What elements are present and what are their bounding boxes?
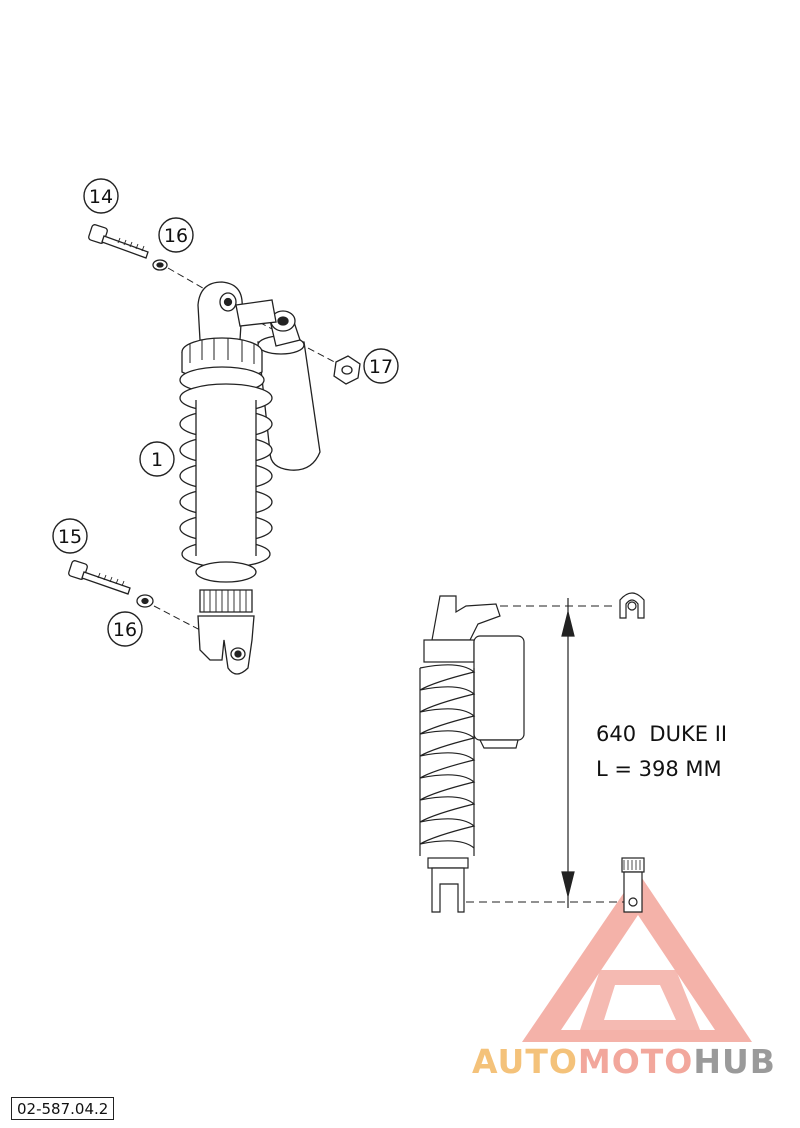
bolt-part-15 [68,560,131,595]
callout-number-15: 15 [58,526,82,548]
side-coil-spring [419,664,476,856]
top-mount-eye [197,281,277,341]
watermark-part-moto: MOTO [577,1042,694,1081]
coil-spring [179,383,273,568]
callout-number-17: 17 [369,356,393,378]
document-number-label: 02-587.04.2 [11,1097,115,1120]
callout-circle-16-top [158,217,194,253]
watermark-part-hub: HUB [693,1042,776,1081]
callout-number-14: 14 [89,186,113,208]
callout-number-1: 1 [151,449,163,471]
callout-circle-14 [83,178,119,214]
spec-length-text: L = 398 MM [596,757,722,781]
dimension-arrow-down [561,871,575,897]
callout-number-16-bottom: 16 [113,619,137,641]
bottom-clevis-symbol [621,857,645,913]
nut-part-17 [333,355,361,385]
top-eye-symbol [619,592,645,619]
watermark-part-auto: AUTO [472,1042,578,1081]
reservoir-canister [257,310,321,471]
lower-clevis [195,561,257,675]
shock-dimension-view [419,592,645,913]
bolt-part-14 [88,224,149,259]
watermark-logo [522,872,752,1042]
shock-absorber-exploded [68,224,361,675]
callout-circle-17 [363,348,399,384]
callout-circle-1 [139,441,175,477]
callout-number-16-top: 16 [164,225,188,247]
callout-circle-15 [52,518,88,554]
spec-model-text: 640 DUKE II [596,722,727,746]
callout-circle-16-bottom [107,611,143,647]
dimension-arrow-up [561,611,575,637]
watermark-wordmark: AUTOMOTOHUB [472,1042,792,1081]
